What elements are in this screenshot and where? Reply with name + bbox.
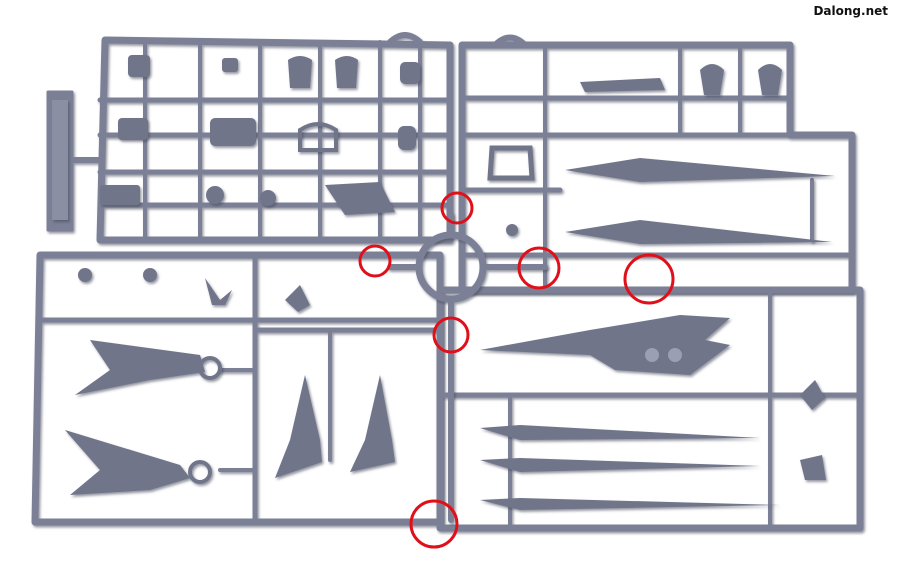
red-circle-marker — [623, 253, 675, 305]
sprue-parts-top-right — [487, 64, 835, 244]
sprue-frame-bottom-right — [436, 286, 864, 532]
sprue-parts-top-left — [52, 55, 420, 220]
watermark-text: Dalong.net — [813, 4, 888, 18]
sprue-center-ring — [387, 212, 548, 523]
sprue-frame-bottom-left — [31, 251, 444, 526]
sprue-parts-bottom-left — [65, 268, 395, 495]
red-circle-markers — [358, 191, 675, 549]
sprue-parts-bottom-right — [480, 315, 826, 510]
red-circle-marker — [432, 316, 470, 354]
red-circle-marker — [517, 246, 561, 290]
red-circle-marker — [358, 244, 392, 278]
red-circle-marker — [409, 499, 459, 549]
red-circle-marker — [440, 191, 474, 225]
